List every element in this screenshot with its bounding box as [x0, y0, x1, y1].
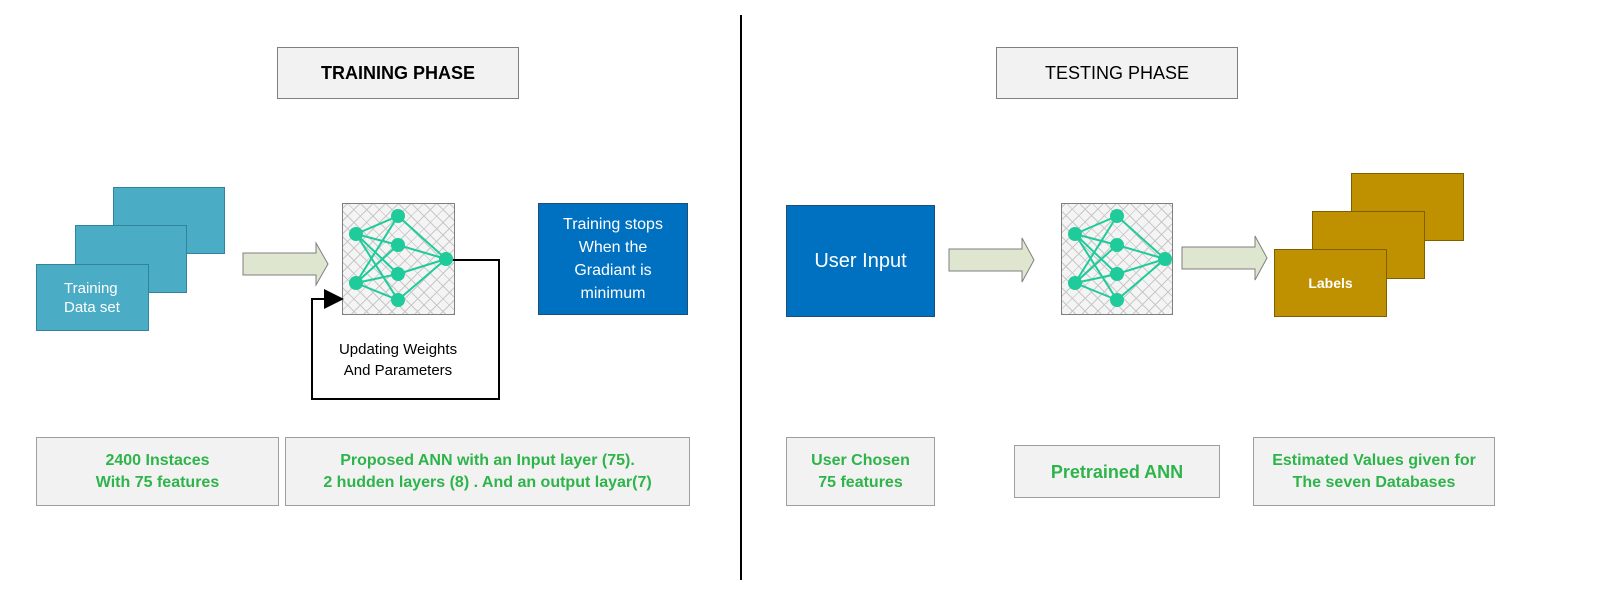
network-connection [1074, 233, 1118, 301]
network-connection [1116, 215, 1166, 260]
network-node [1110, 238, 1124, 252]
network-connection [1116, 258, 1166, 275]
pretrained-ann-info-box: Pretrained ANN [1014, 445, 1220, 498]
network-node [1110, 293, 1124, 307]
network-connection [355, 215, 399, 284]
network-node [349, 227, 363, 241]
arrow-right-icon [1181, 235, 1268, 281]
estimated-values-info-box: Estimated Values given for The seven Dat… [1253, 437, 1495, 506]
network-node [1068, 276, 1082, 290]
network-connection [1074, 215, 1118, 235]
network-connection [397, 258, 447, 275]
network-node [391, 209, 405, 223]
network-connection [355, 282, 399, 301]
training-phase-title: TRAINING PHASE [277, 47, 519, 99]
loop-label: Updating Weights And Parameters [338, 341, 458, 379]
network-node [391, 267, 405, 281]
network-connection [1074, 244, 1118, 284]
network-node [1110, 267, 1124, 281]
labels-text: Labels [1308, 275, 1353, 291]
network-connection [355, 233, 399, 246]
network-node [439, 252, 453, 266]
user-input-label: User Input [814, 249, 907, 272]
network-node [1110, 209, 1124, 223]
network-connection [397, 244, 447, 260]
arrow-right-icon [948, 237, 1035, 283]
phase-divider [740, 15, 742, 580]
network-node [1158, 252, 1172, 266]
network-connection [1074, 273, 1118, 284]
network-connection [397, 258, 447, 301]
instances-info-box: 2400 Instaces With 75 features [36, 437, 279, 506]
neural-network-icon [349, 209, 453, 307]
network-node [1068, 227, 1082, 241]
testing-phase-title: TESTING PHASE [996, 47, 1238, 99]
user-features-info-box: User Chosen 75 features [786, 437, 935, 506]
network-node [391, 293, 405, 307]
training-stop-text: Training stops When the Gradiant is mini… [563, 216, 663, 302]
network-connection [1074, 233, 1118, 246]
network-node [349, 276, 363, 290]
neural-network-icon [1068, 209, 1172, 307]
network-connection [397, 215, 447, 260]
network-connection [1116, 244, 1166, 260]
network-connection [1074, 233, 1118, 275]
network-connection [355, 233, 399, 301]
user-input-box: User Input [786, 205, 935, 317]
network-connection [1116, 258, 1166, 301]
training-dataset-sheet: Training Data set [36, 264, 149, 331]
ann-architecture-info-box: Proposed ANN with an Input layer (75). 2… [285, 437, 690, 506]
network-connection [355, 233, 399, 275]
network-connection [1074, 215, 1118, 284]
training-dataset-label: Training Data set [64, 279, 120, 316]
arrow-right-icon [242, 241, 329, 287]
network-connection [355, 244, 399, 284]
labels-sheet-front: Labels [1274, 249, 1387, 317]
feedback-loop-arrow [311, 259, 500, 400]
network-node [391, 238, 405, 252]
network-connection [1074, 282, 1118, 301]
network-connection [355, 273, 399, 284]
network-connection [355, 215, 399, 235]
training-stop-box: Training stops When the Gradiant is mini… [538, 203, 688, 315]
